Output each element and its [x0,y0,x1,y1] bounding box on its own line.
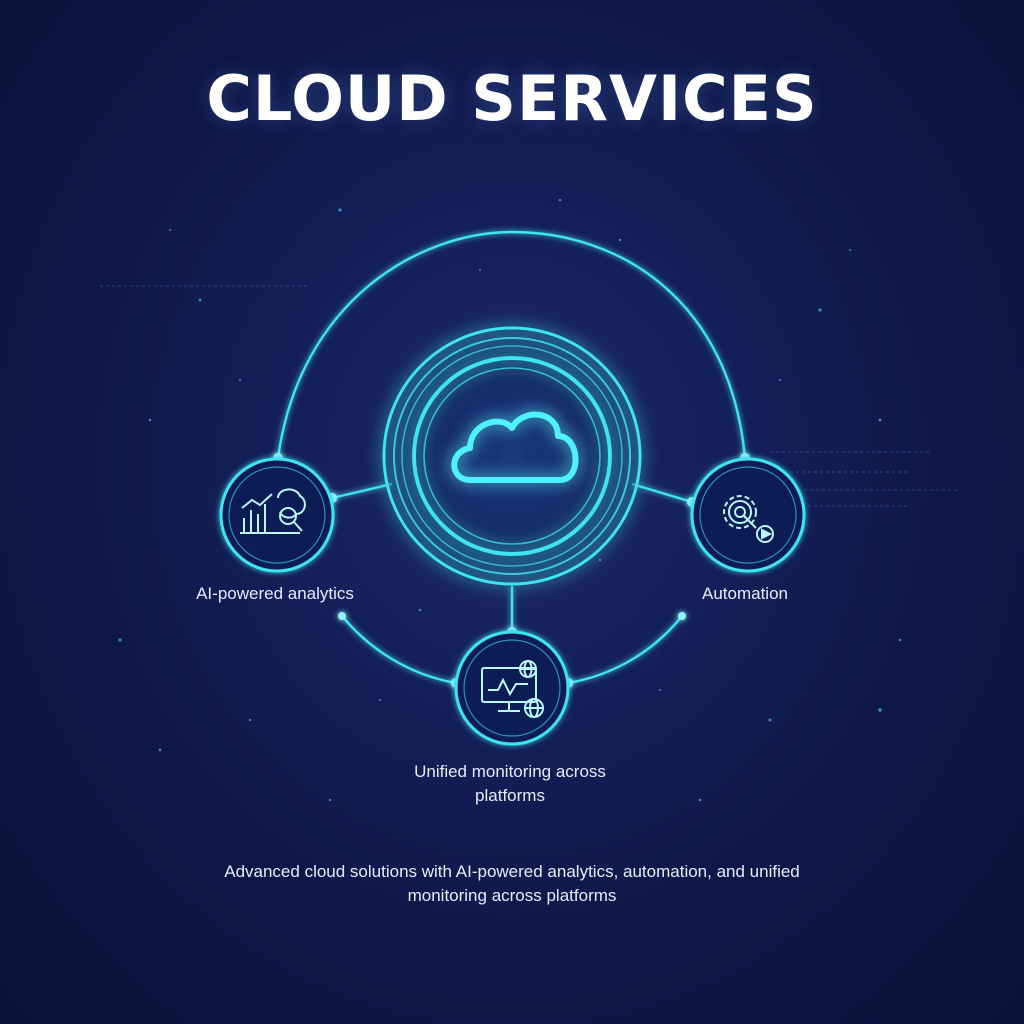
connector-lines [276,230,747,685]
automation-connector [631,482,693,504]
cloud-icon [451,411,579,483]
page-title: CLOUD SERVICES [206,62,818,135]
top-arc-connector [276,230,747,459]
left-lower-arc [341,615,457,685]
background-code-lines [100,285,960,507]
monitoring-node [454,630,570,746]
analytics-node [219,457,335,573]
description-text: Advanced cloud solutions with AI-powered… [224,862,800,905]
right-lower-arc [567,615,683,685]
automation-label: Automation [702,584,788,603]
center-hub [382,326,642,586]
monitoring-label: Unified monitoring across platforms [414,762,606,805]
analytics-label: AI-powered analytics [196,584,354,603]
analytics-connector [331,482,393,500]
analytics-icon [240,488,306,534]
monitor-globe-icon [481,660,544,718]
gear-icon [723,495,774,543]
automation-node [690,457,806,573]
